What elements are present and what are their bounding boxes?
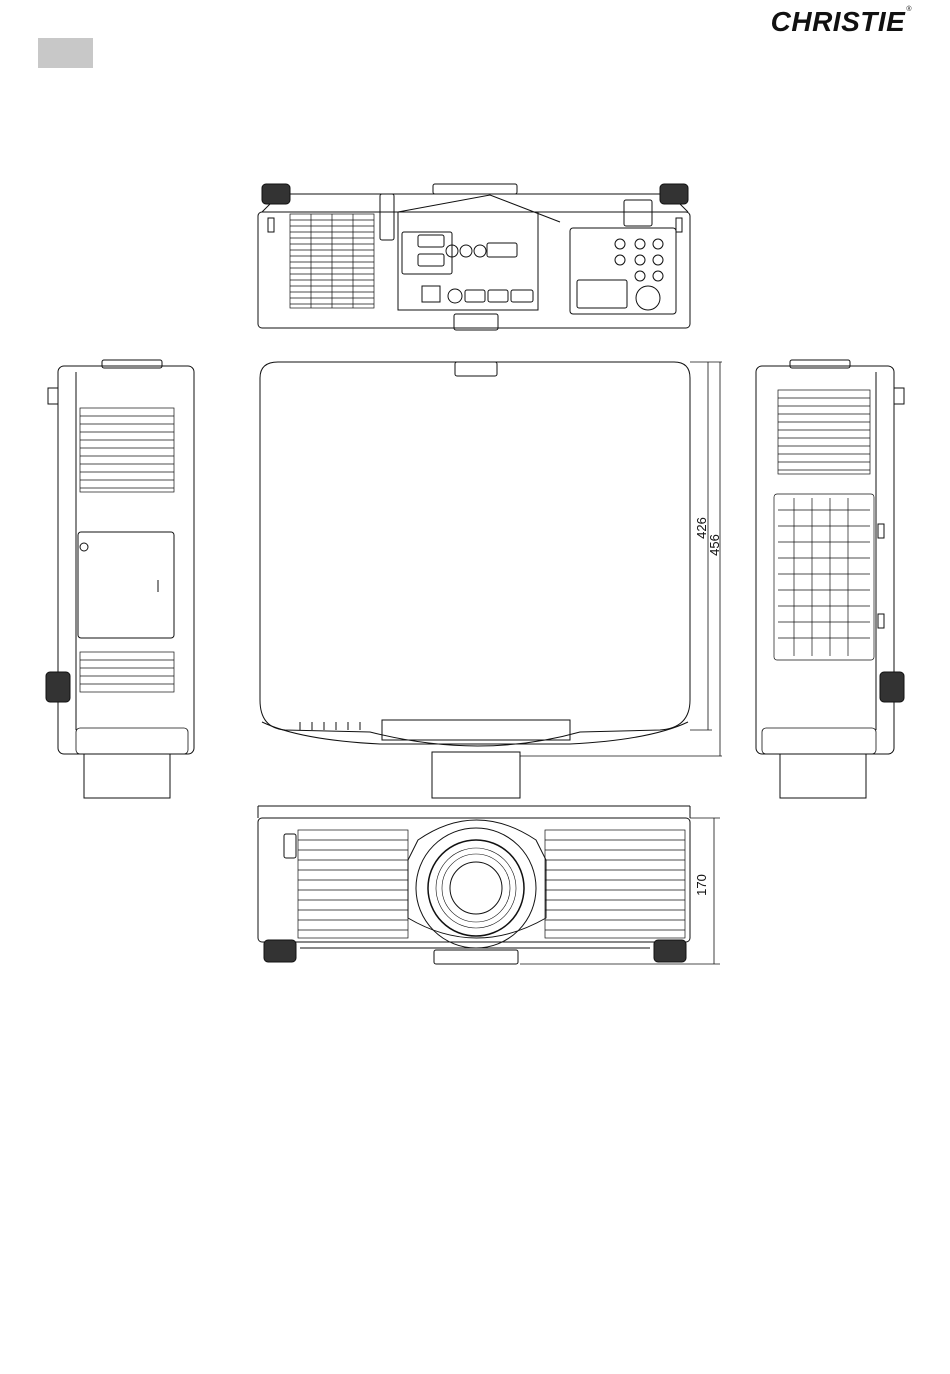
front-lens [408, 820, 546, 948]
rear-view [258, 184, 690, 330]
front-view [258, 806, 690, 964]
power-inlet [624, 200, 652, 226]
lcd-display [577, 280, 627, 308]
left-side-view [46, 360, 194, 798]
audio-jack [448, 289, 462, 303]
rear-vent-grille [290, 214, 374, 308]
left-vent-lower [80, 652, 174, 692]
lan-port [422, 286, 440, 302]
control-button-7 [635, 271, 645, 281]
left-vent-upper [80, 408, 174, 492]
navigation-dial [636, 286, 660, 310]
depth-dimension-lines [520, 362, 722, 756]
control-button-5 [635, 255, 645, 265]
dimension-label-456: 456 [707, 534, 722, 556]
right-vent-upper [778, 390, 870, 474]
control-button-1 [615, 239, 625, 249]
rear-foot-right [660, 184, 688, 204]
hdmi-port-1 [465, 290, 485, 302]
vga-port-1 [418, 235, 444, 247]
control-button-8 [653, 271, 663, 281]
control-button-2 [635, 239, 645, 249]
top-view [260, 362, 690, 798]
hdmi-port-2 [488, 290, 508, 302]
control-button-3 [653, 239, 663, 249]
vga-port-2 [418, 254, 444, 266]
front-foot-right [654, 940, 686, 962]
control-button-6 [653, 255, 663, 265]
serial-port [487, 243, 517, 257]
right-side-view [756, 360, 904, 798]
front-vent-right [545, 830, 685, 938]
rear-control-panel [570, 200, 676, 314]
dimension-label-170: 170 [694, 874, 709, 896]
rear-foot-left [262, 184, 290, 204]
lamp-cover [78, 532, 174, 638]
front-vent-left [298, 830, 408, 938]
top-view-lens [432, 752, 520, 798]
rear-connector-panel [380, 194, 560, 310]
rca-jack-2 [460, 245, 472, 257]
front-foot-left [264, 940, 296, 962]
right-filter-grille [774, 494, 874, 660]
rca-jack-3 [474, 245, 486, 257]
displayport [511, 290, 533, 302]
control-button-4 [615, 255, 625, 265]
